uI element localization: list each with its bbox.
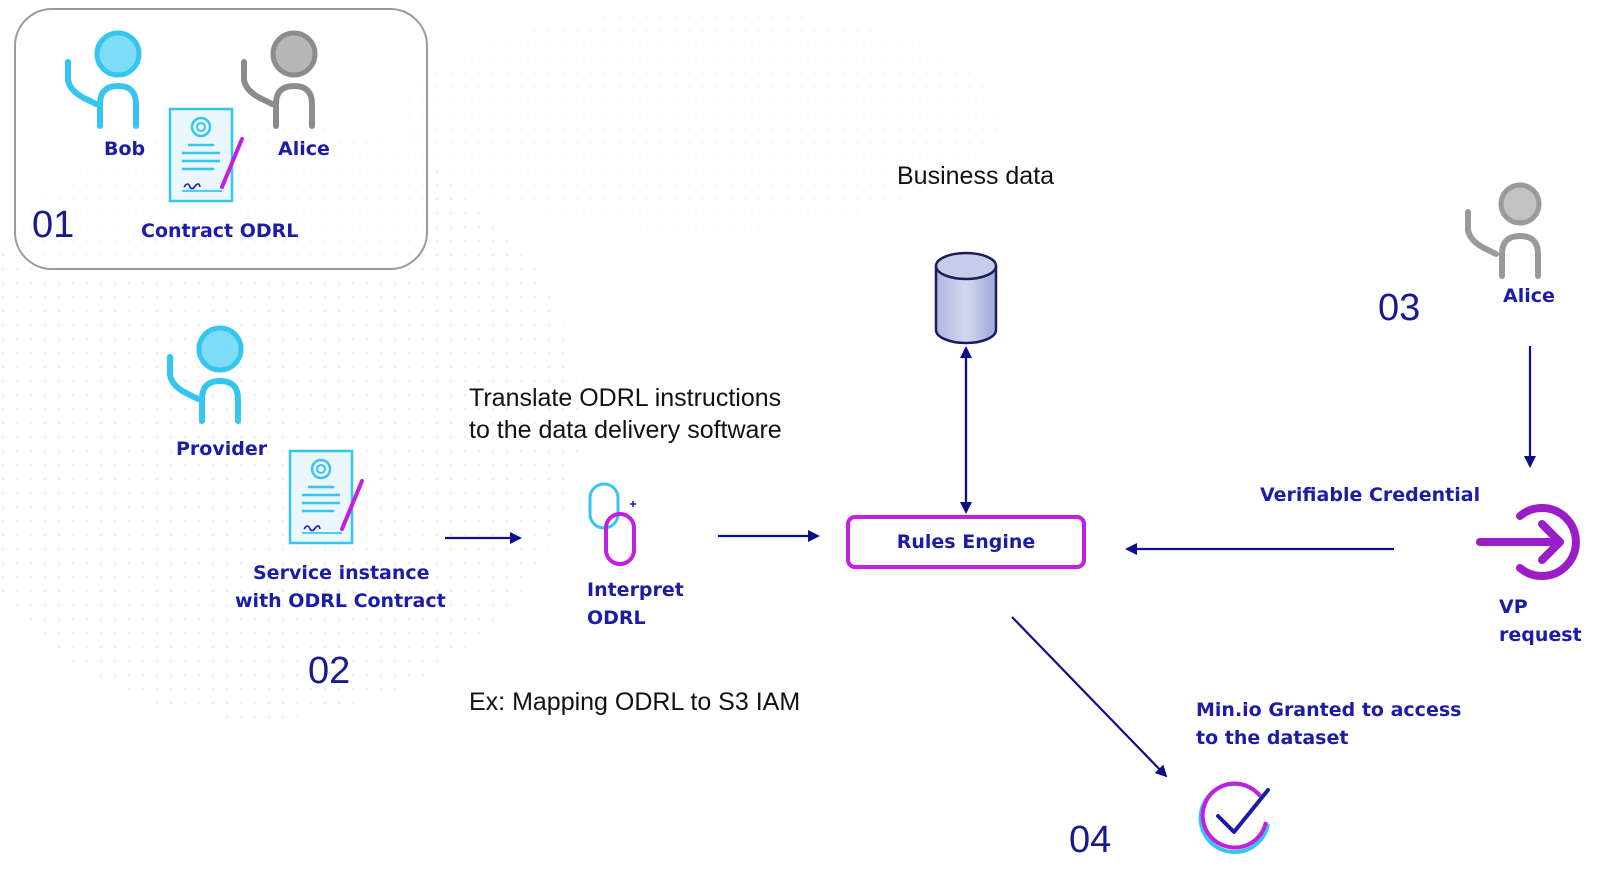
- verifiable-credential-label: Verifiable Credential: [1260, 484, 1481, 506]
- step-03-number: 03: [1378, 287, 1421, 329]
- rules-engine-label: Rules Engine: [896, 531, 1036, 553]
- step-01-number: 01: [32, 204, 75, 246]
- vp-label-line1: VP: [1499, 596, 1528, 618]
- step-02-number: 02: [308, 650, 351, 692]
- granted-checkmark-icon: [1198, 781, 1270, 855]
- service-contract-icon: [288, 449, 364, 545]
- rules-engine-box: Rules Engine: [846, 515, 1086, 569]
- vp-label-line2: request: [1499, 624, 1582, 646]
- service-instance-label-line2: with ODRL Contract: [235, 590, 446, 612]
- alice-requester-label: Alice: [1503, 285, 1555, 307]
- step-04-number: 04: [1069, 819, 1112, 861]
- business-data-label: Business data: [897, 162, 1055, 190]
- alice-person-icon: [241, 30, 318, 129]
- interpret-link-icon: [588, 482, 636, 566]
- mapping-example-text: Ex: Mapping ODRL to S3 IAM: [469, 688, 801, 716]
- vp-request-login-icon: [1476, 504, 1580, 580]
- provider-person-icon: [167, 325, 244, 424]
- provider-label: Provider: [176, 438, 268, 460]
- bob-label: Bob: [104, 138, 146, 160]
- interpret-label-line2: ODRL: [587, 607, 646, 629]
- database-cylinder-icon: [934, 251, 998, 345]
- arrow-rules-to-granted: [1011, 616, 1168, 778]
- alice-label: Alice: [278, 138, 330, 160]
- service-instance-label-line1: Service instance: [253, 562, 430, 584]
- translate-heading-line1: Translate ODRL instructions: [469, 384, 782, 412]
- alice-requester-icon: [1465, 182, 1542, 279]
- bob-person-icon: [65, 30, 142, 129]
- granted-label-line2: to the dataset: [1196, 727, 1349, 749]
- translate-heading-line2: to the data delivery software: [469, 416, 782, 444]
- contract-document-icon: [168, 107, 244, 203]
- contract-odrl-label: Contract ODRL: [141, 220, 299, 242]
- granted-label-line1: Min.io Granted to access: [1196, 699, 1462, 721]
- interpret-label-line1: Interpret: [587, 579, 684, 601]
